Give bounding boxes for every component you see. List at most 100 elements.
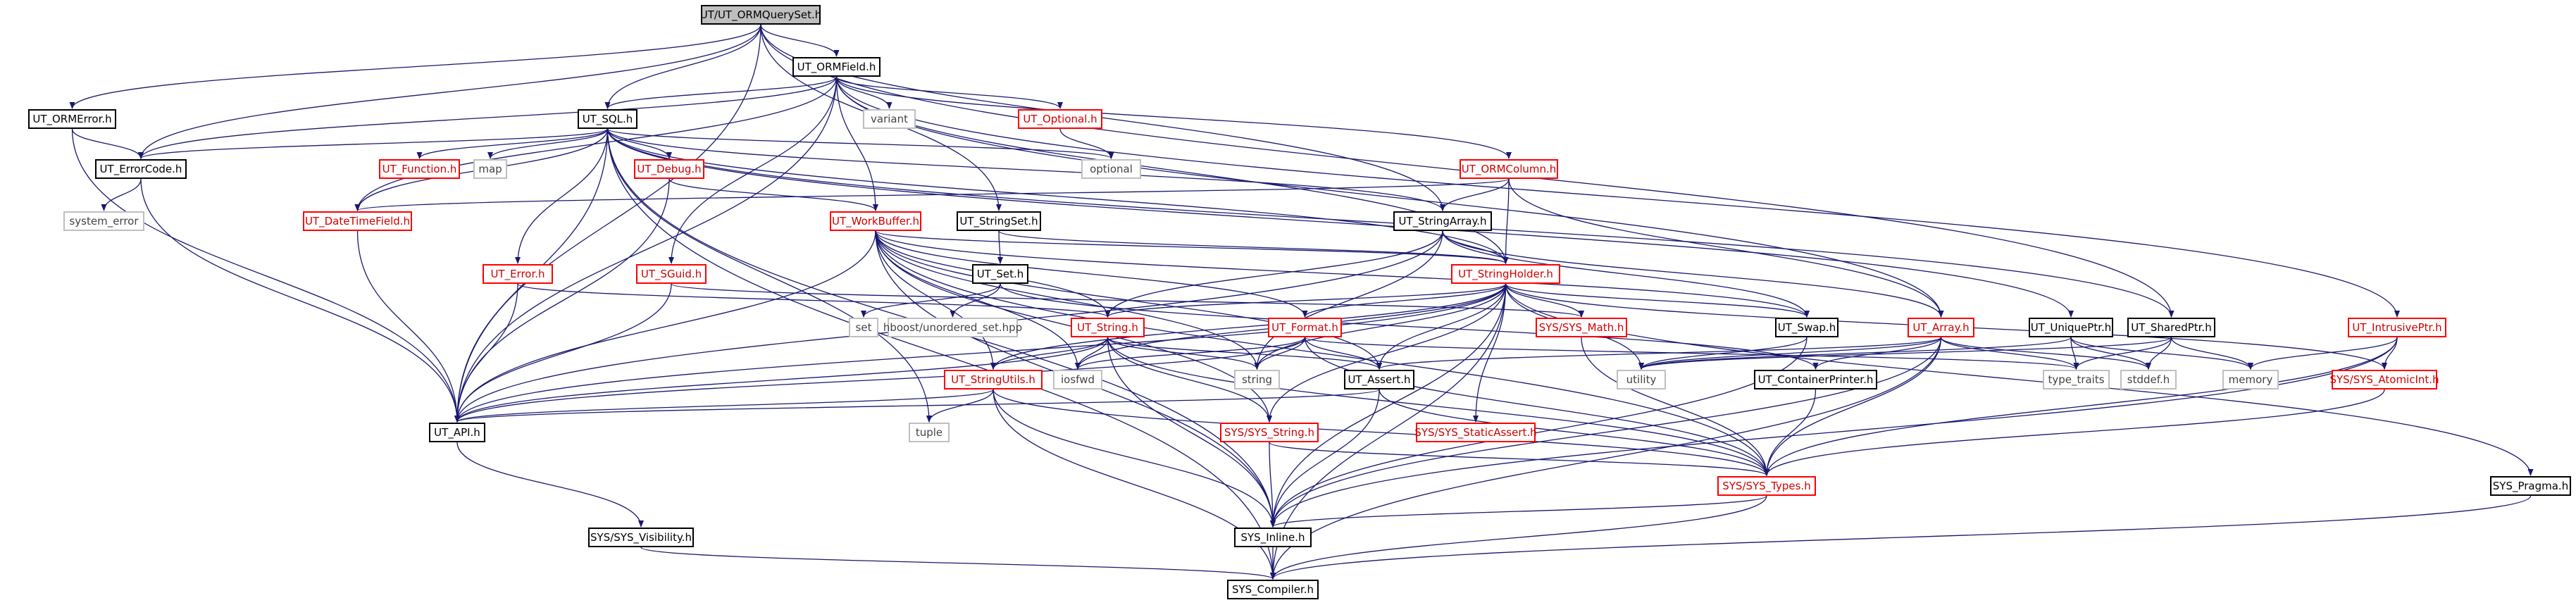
node-ut-sql[interactable]: UT_SQL.h — [578, 109, 637, 129]
edge-ut-stringholder-to-ut-string — [1105, 283, 1507, 318]
edge-ut-sharedptr-to-memory — [2170, 337, 2253, 370]
node-ut-ormfield[interactable]: UT_ORMField.h — [792, 57, 881, 77]
edge-sys-pragma-to-sys-compiler — [1270, 495, 2532, 580]
node-ut-array[interactable]: UT_Array.h — [1908, 318, 1974, 337]
edge-ut-string-to-ut-api — [454, 337, 1109, 423]
edge-ut-set-to-set — [861, 283, 1001, 318]
node-sys-math[interactable]: SYS/SYS_Math.h — [1536, 318, 1627, 337]
node-ut-optional[interactable]: UT_Optional.h — [1018, 109, 1102, 129]
node-optional[interactable]: optional — [1081, 159, 1141, 179]
node-sys-string[interactable]: SYS/SYS_String.h — [1220, 423, 1319, 442]
node-sys-atomicint[interactable]: SYS/SYS_AtomicInt.h — [2329, 370, 2439, 389]
node-ut-sharedptr[interactable]: UT_SharedPtr.h — [2127, 318, 2215, 337]
node-sys-compiler[interactable]: SYS_Compiler.h — [1227, 580, 1319, 599]
edge-ut-sharedptr-to-utility — [1638, 337, 2172, 370]
node-ut-function[interactable]: UT_Function.h — [379, 159, 460, 179]
edge-ut-stringutils-to-sys-inline — [993, 389, 1276, 528]
node-ut-format[interactable]: UT_Format.h — [1268, 318, 1342, 337]
edge-ut-array-to-utility — [1638, 337, 1942, 370]
node-sys-inline[interactable]: SYS_Inline.h — [1234, 528, 1312, 547]
node-ut-intrusiveptr[interactable]: UT_IntrusivePtr.h — [2348, 318, 2446, 337]
node-ut-stringarray[interactable]: UT_StringArray.h — [1393, 211, 1492, 231]
node-ut-set[interactable]: UT_Set.h — [972, 264, 1028, 284]
edge-ut-stringarray-to-ut-string — [1105, 230, 1443, 318]
node-iosfwd[interactable]: iosfwd — [1053, 370, 1102, 389]
node-ut-debug[interactable]: UT_Debug.h — [634, 159, 704, 179]
edge-ut-format-to-ut-api — [454, 337, 1306, 423]
edge-ut-stringholder-to-sys-staticassert — [1473, 283, 1507, 423]
edge-ut-ormfield-to-ut-ormcolumn — [835, 76, 1512, 159]
node-ut-error[interactable]: UT_Error.h — [483, 264, 553, 284]
edge-ut-sql-to-map — [487, 128, 609, 159]
node-sys-pragma[interactable]: SYS_Pragma.h — [2490, 476, 2571, 496]
edge-ut-ormfield-to-ut-optional — [835, 76, 1063, 109]
edge-ut-ormqueryset-to-ut-ormerror — [69, 24, 761, 109]
node-ut-swap[interactable]: UT_Swap.h — [1775, 318, 1838, 337]
edge-ut-ormfield-to-ut-intrusiveptr — [835, 76, 2400, 318]
node-memory[interactable]: memory — [2222, 370, 2279, 389]
edge-ut-optional-to-optional — [1059, 128, 1114, 159]
node-hboost-unordered-set[interactable]: hboost/unordered_set.hpp — [883, 318, 1022, 337]
edge-ut-workbuffer-to-ut-stringholder — [875, 230, 1509, 264]
edge-ut-set-to-ut-containerprinter — [1000, 283, 1819, 370]
edge-ut-sql-to-ut-error — [515, 128, 609, 264]
node-ut-stringutils[interactable]: UT_StringUtils.h — [944, 370, 1043, 389]
node-ut-string[interactable]: UT_String.h — [1071, 318, 1145, 337]
node-ut-api[interactable]: UT_API.h — [429, 423, 485, 442]
edge-ut-ormfield-to-ut-errorcode — [138, 76, 838, 159]
node-variant[interactable]: variant — [863, 109, 916, 129]
edge-ut-stringholder-to-ut-format — [1302, 283, 1507, 318]
edge-ut-format-to-iosfwd — [1075, 337, 1306, 370]
edge-ut-stringholder-to-ut-swap — [1505, 283, 1810, 318]
node-utility[interactable]: utility — [1617, 370, 1666, 389]
edge-ut-array-to-sys-inline — [1270, 337, 1942, 528]
node-sys-types[interactable]: SYS/SYS_Types.h — [1717, 476, 1816, 496]
edge-ut-array-to-sys-types — [1764, 337, 1942, 476]
edge-ut-string-to-sys-string — [1107, 337, 1272, 423]
node-ut-datetimefield[interactable]: UT_DateTimeField.h — [303, 211, 412, 231]
edge-ut-array-to-ut-containerprinter — [1812, 337, 1942, 370]
node-system-error[interactable]: system_error — [63, 211, 144, 231]
node-ut-errorcode[interactable]: UT_ErrorCode.h — [95, 159, 187, 179]
node-ut-stringset[interactable]: UT_StringSet.h — [957, 211, 1041, 231]
edge-ut-stringholder-to-sys-inline — [1270, 283, 1507, 528]
edge-ut-error-to-ut-api — [454, 283, 518, 423]
edge-ut-errorcode-to-system-error — [101, 178, 142, 211]
edge-ut-uniqueptr-to-utility — [1638, 337, 2072, 370]
edge-ut-error-to-ut-string — [517, 283, 1111, 318]
node-ut-workbuffer[interactable]: UT_WorkBuffer.h — [830, 211, 921, 231]
node-ut-ormqueryset[interactable]: UT/UT_ORMQuerySet.h — [700, 5, 821, 25]
edge-ut-string-to-ut-assert — [1107, 337, 1382, 370]
node-ut-ormcolumn[interactable]: UT_ORMColumn.h — [1460, 159, 1558, 179]
node-set[interactable]: set — [849, 318, 878, 337]
node-sys-staticassert[interactable]: SYS/SYS_StaticAssert.h — [1414, 423, 1537, 442]
edge-ut-ormqueryset-to-ut-api — [454, 24, 761, 423]
edge-ut-stringutils-to-sys-types — [993, 389, 1769, 476]
edge-sys-types-to-sys-inline — [1270, 495, 1767, 528]
node-tuple[interactable]: tuple — [909, 423, 950, 442]
node-ut-ormerror[interactable]: UT_ORMError.h — [28, 109, 116, 129]
node-ut-uniqueptr[interactable]: UT_UniquePtr.h — [2029, 318, 2113, 337]
edge-ut-workbuffer-to-ut-swap — [875, 230, 1810, 318]
node-string[interactable]: string — [1234, 370, 1280, 389]
edge-ut-ormerror-to-ut-api — [71, 128, 460, 423]
edge-ut-stringarray-to-string — [1254, 230, 1443, 370]
edge-ut-string-to-string — [1107, 337, 1260, 370]
edge-ut-format-to-string — [1254, 337, 1306, 370]
node-sys-visibility[interactable]: SYS/SYS_Visibility.h — [588, 528, 694, 547]
edge-ut-string-to-sys-inline — [1107, 337, 1276, 528]
node-map[interactable]: map — [473, 159, 507, 179]
node-ut-sguid[interactable]: UT_SGuid.h — [636, 264, 707, 284]
edge-ut-sql-to-ut-stringarray — [606, 128, 1445, 211]
node-type-traits[interactable]: type_traits — [2043, 370, 2110, 389]
edge-ut-assert-to-sys-types — [1379, 389, 1769, 476]
node-ut-containerprinter[interactable]: UT_ContainerPrinter.h — [1754, 370, 1877, 389]
node-ut-stringholder[interactable]: UT_StringHolder.h — [1451, 264, 1560, 284]
edge-sys-atomicint-to-sys-types — [1764, 389, 2385, 476]
edge-ut-sql-to-ut-debug — [606, 128, 672, 159]
node-ut-assert[interactable]: UT_Assert.h — [1344, 370, 1414, 389]
node-stddef[interactable]: stddef.h — [2120, 370, 2177, 389]
edge-ut-stringarray-to-ut-swap — [1442, 230, 1810, 318]
edge-ut-debug-to-ut-workbuffer — [668, 178, 878, 211]
edge-ut-ormqueryset-to-ut-errorcode — [138, 24, 761, 159]
